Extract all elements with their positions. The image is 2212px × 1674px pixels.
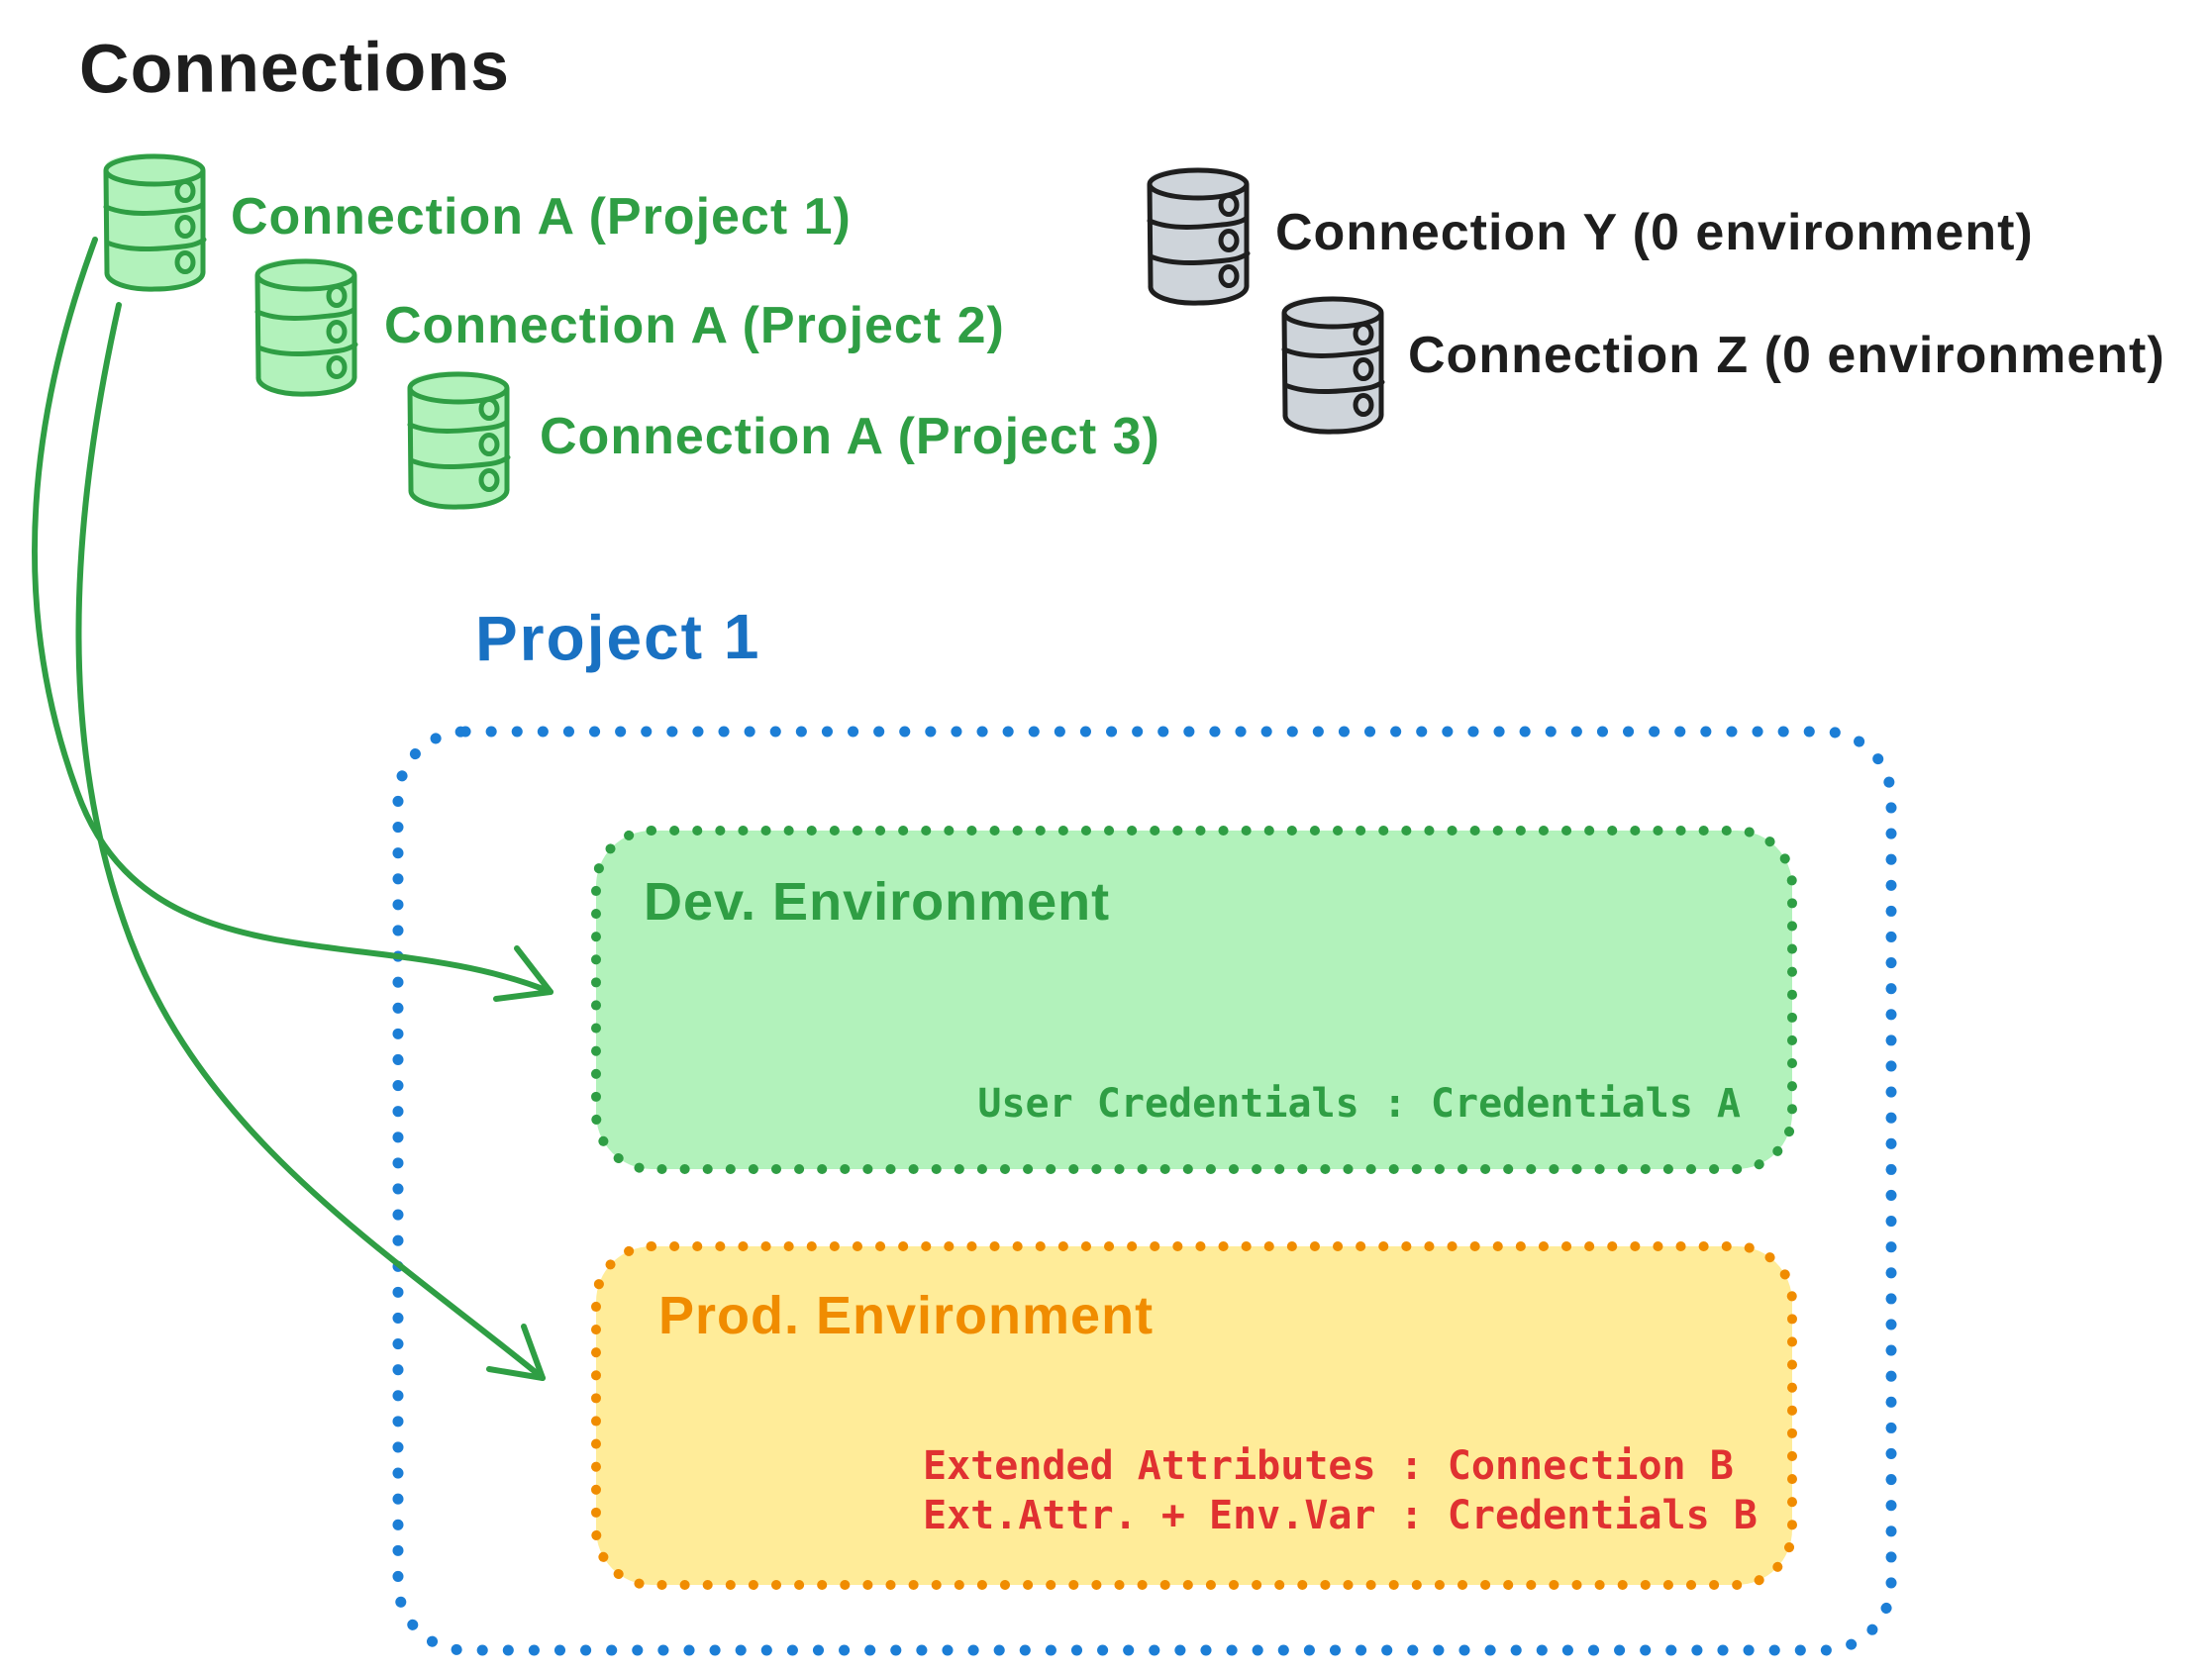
dev-environment-title: Dev. Environment (644, 872, 1111, 932)
database-icon-connection-a-project-1 (105, 153, 205, 290)
connection-y-label: Connection Y (0 environment) (1275, 204, 2034, 261)
prod-environment-title: Prod. Environment (658, 1286, 1155, 1345)
curved-arrow-to-dev-environment (31, 237, 553, 1002)
dev-credentials-mapping: User Credentials : Credentials A (977, 1081, 1741, 1127)
database-icon-connection-a-project-2 (256, 258, 356, 395)
database-icon-connection-y (1149, 167, 1249, 304)
project-1-heading: Project 1 (474, 600, 761, 675)
project-1-container-box (392, 726, 1897, 1656)
prod-extended-attributes-mapping: Extended Attributes : Connection B (923, 1443, 1734, 1489)
connections-heading: Connections (78, 27, 511, 108)
connection-z-label: Connection Z (0 environment) (1408, 327, 2165, 384)
connection-a-project-1-label: Connection A (Project 1) (231, 188, 852, 246)
connection-a-project-3-label: Connection A (Project 3) (540, 408, 1160, 465)
prod-environment-box (591, 1241, 1797, 1590)
database-icon-connection-a-project-3 (409, 371, 509, 508)
curved-arrow-to-prod-environment (75, 302, 546, 1381)
prod-env-var-mapping: Ext.Attr. + Env.Var : Credentials B (923, 1493, 1758, 1538)
dev-environment-box (591, 826, 1797, 1174)
database-icon-connection-z (1283, 296, 1383, 433)
connection-a-project-2-label: Connection A (Project 2) (384, 297, 1005, 354)
